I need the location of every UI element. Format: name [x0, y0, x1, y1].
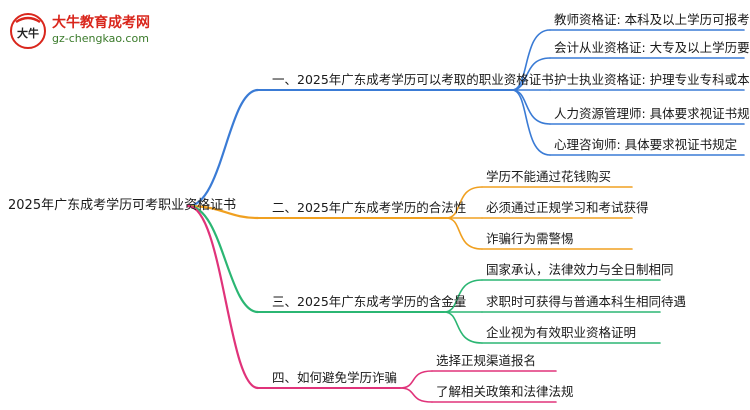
branch-4-connector — [186, 204, 260, 390]
branch-2-child-2: 必须通过正规学习和考试获得 — [486, 200, 649, 215]
branch-3-child-2: 求职时可获得与普通本科生相同待遇 — [486, 294, 687, 309]
branch-4-child-2-connector — [399, 387, 433, 403]
branch-3-label: 三、2025年广东成考学历的含金量 — [272, 294, 467, 309]
branch-1-child-5: 心理咨询师: 具体要求视证书规定 — [554, 137, 738, 152]
logo-bull-icon: 大牛 — [10, 13, 46, 49]
branch-2-child-3: 诈骗行为需警惕 — [486, 231, 574, 246]
branch-1-child-4-connector — [511, 89, 551, 125]
branch-2-label: 二、2025年广东成考学历的合法性 — [272, 200, 467, 215]
branch-1-child-2: 会计从业资格证: 大专及以上学历要求 — [554, 40, 750, 55]
branch-3-child-3-connector — [443, 311, 483, 344]
logo-brand-text: 大牛 — [17, 26, 39, 40]
branch-1-label: 一、2025年广东成考学历可以考取的职业资格证书 — [272, 72, 554, 87]
branch-2-child-1: 学历不能通过花钱购买 — [486, 169, 612, 184]
branch-1-child-4: 人力资源管理师: 具体要求视证书规定 — [554, 106, 750, 121]
branch-1-child-3: 护士执业资格证: 护理专业专科或本科学历 — [554, 72, 750, 87]
branch-1-child-2-connector — [511, 57, 551, 91]
branch-1-child-1-connector — [511, 29, 551, 91]
branch-1-child-1: 教师资格证: 本科及以上学历可报考 — [554, 12, 750, 27]
branch-3-child-1-connector — [443, 279, 483, 313]
logo-url: gz-chengkao.com — [52, 32, 149, 45]
branch-1-child-5-connector — [511, 89, 551, 156]
branch-2-child-3-connector — [445, 217, 483, 250]
branch-4-child-1: 选择正规渠道报名 — [436, 353, 537, 368]
root-node: 2025年广东成考学历可考职业资格证书 — [8, 198, 237, 213]
branch-1-connector — [186, 88, 260, 208]
logo-title: 大牛教育成考网 — [52, 15, 150, 31]
branch-2-connector — [186, 204, 260, 220]
branch-3-child-3: 企业视为有效职业资格证明 — [486, 325, 637, 340]
branch-4-label: 四、如何避免学历诈骗 — [272, 370, 398, 385]
branch-4-child-2: 了解相关政策和法律法规 — [436, 384, 574, 399]
branch-3-connector — [186, 204, 260, 314]
branch-2-child-1-connector — [445, 186, 483, 219]
logo: 大牛 大牛教育成考网 gz-chengkao.com — [8, 10, 188, 52]
branch-4-child-1-connector — [399, 370, 433, 389]
branch-3-child-1: 国家承认，法律效力与全日制相同 — [486, 262, 674, 277]
